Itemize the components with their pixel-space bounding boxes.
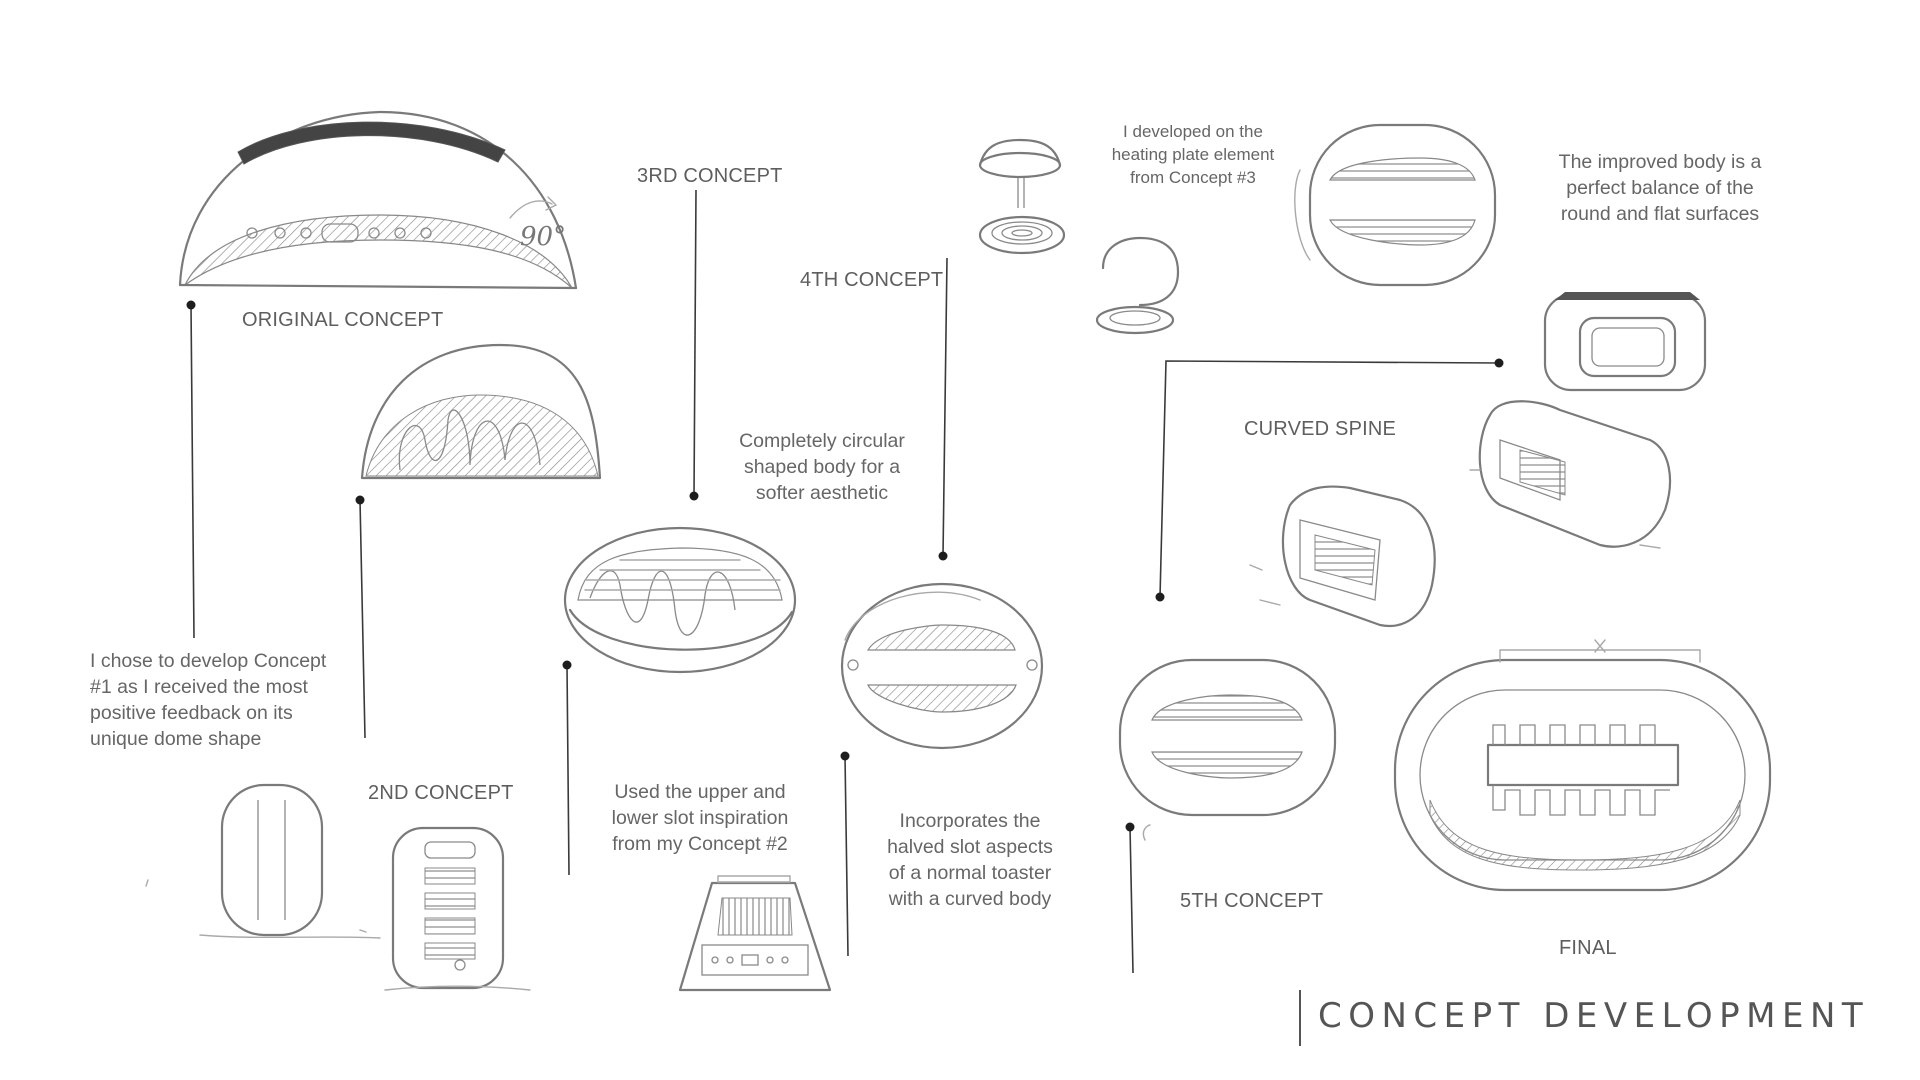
improved-note: The improved body is a perfect balance o… (1540, 149, 1780, 227)
third-concept-label: 3RD CONCEPT (637, 165, 783, 187)
original-concept-label: ORIGINAL CONCEPT (242, 309, 444, 331)
second-concept-label: 2ND CONCEPT (368, 782, 514, 804)
improved-note-line: The improved body is a (1558, 151, 1762, 173)
boxy-toaster-sketch (678, 875, 832, 992)
fifth-concept-label: 5TH CONCEPT (1180, 890, 1324, 912)
page-title: CONCEPT DEVELOPMENT (1318, 996, 1870, 1036)
halved-note: Incorporates the halved slot aspects of … (870, 808, 1070, 912)
heating-note-line: from Concept #3 (1130, 168, 1256, 187)
curved-spine-sketch-b (1469, 400, 1672, 549)
upper-lower-note-line: from my Concept #2 (612, 833, 788, 855)
upper-lower-note: Used the upper and lower slot inspiratio… (595, 779, 805, 857)
halved-note-line: halved slot aspects (887, 836, 1053, 858)
fourth-concept-label: 4TH CONCEPT (800, 269, 944, 291)
develop-note-line: positive feedback on its (90, 702, 293, 724)
fourth-concept-sketch (840, 582, 1044, 750)
improved-note-line: round and flat surfaces (1560, 203, 1760, 225)
heating-note-line: I developed on the (1123, 122, 1263, 141)
develop-note-line: #1 as I received the most (90, 676, 308, 698)
circular-note: Completely circular shaped body for a so… (722, 428, 922, 506)
final-label: FINAL (1559, 937, 1617, 959)
improved-note-line: perfect balance of the (1566, 177, 1754, 199)
circular-note-line: softer aesthetic (755, 482, 889, 504)
final-concept-sketch (1393, 639, 1772, 892)
heating-note: I developed on the heating plate element… (1100, 120, 1286, 189)
circular-note-line: Completely circular (739, 430, 905, 452)
fifth-concept-sketch (1118, 658, 1337, 841)
develop-note-line: I chose to develop Concept (90, 650, 327, 672)
curved-spine-sketch-c (1249, 485, 1436, 628)
halved-note-line: Incorporates the (899, 810, 1041, 832)
halved-note-line: with a curved body (888, 888, 1052, 910)
heating-note-line: heating plate element (1111, 145, 1275, 164)
rotation-annotation: 90° (520, 222, 566, 252)
improved-body-sketch (1294, 123, 1497, 287)
develop-note: I chose to develop Concept #1 as I recei… (90, 648, 326, 752)
curved-spine-sketch-a (1543, 292, 1707, 392)
title-divider (1299, 990, 1301, 1046)
second-concept-sketch (145, 783, 531, 991)
curved-spine-label: CURVED SPINE (1244, 418, 1397, 440)
circular-note-line: shaped body for a (743, 456, 901, 478)
second-dome-sketch (360, 343, 602, 480)
halved-note-line: of a normal toaster (888, 862, 1052, 884)
upper-lower-note-line: lower slot inspiration (611, 807, 789, 829)
third-concept-sketch (563, 526, 797, 674)
leader-lines (186, 189, 1504, 974)
develop-note-line: unique dome shape (90, 728, 262, 750)
heating-plate-sketch (978, 138, 1180, 335)
original-concept-sketch: 90° (178, 110, 578, 290)
upper-lower-note-line: Used the upper and (614, 781, 786, 803)
